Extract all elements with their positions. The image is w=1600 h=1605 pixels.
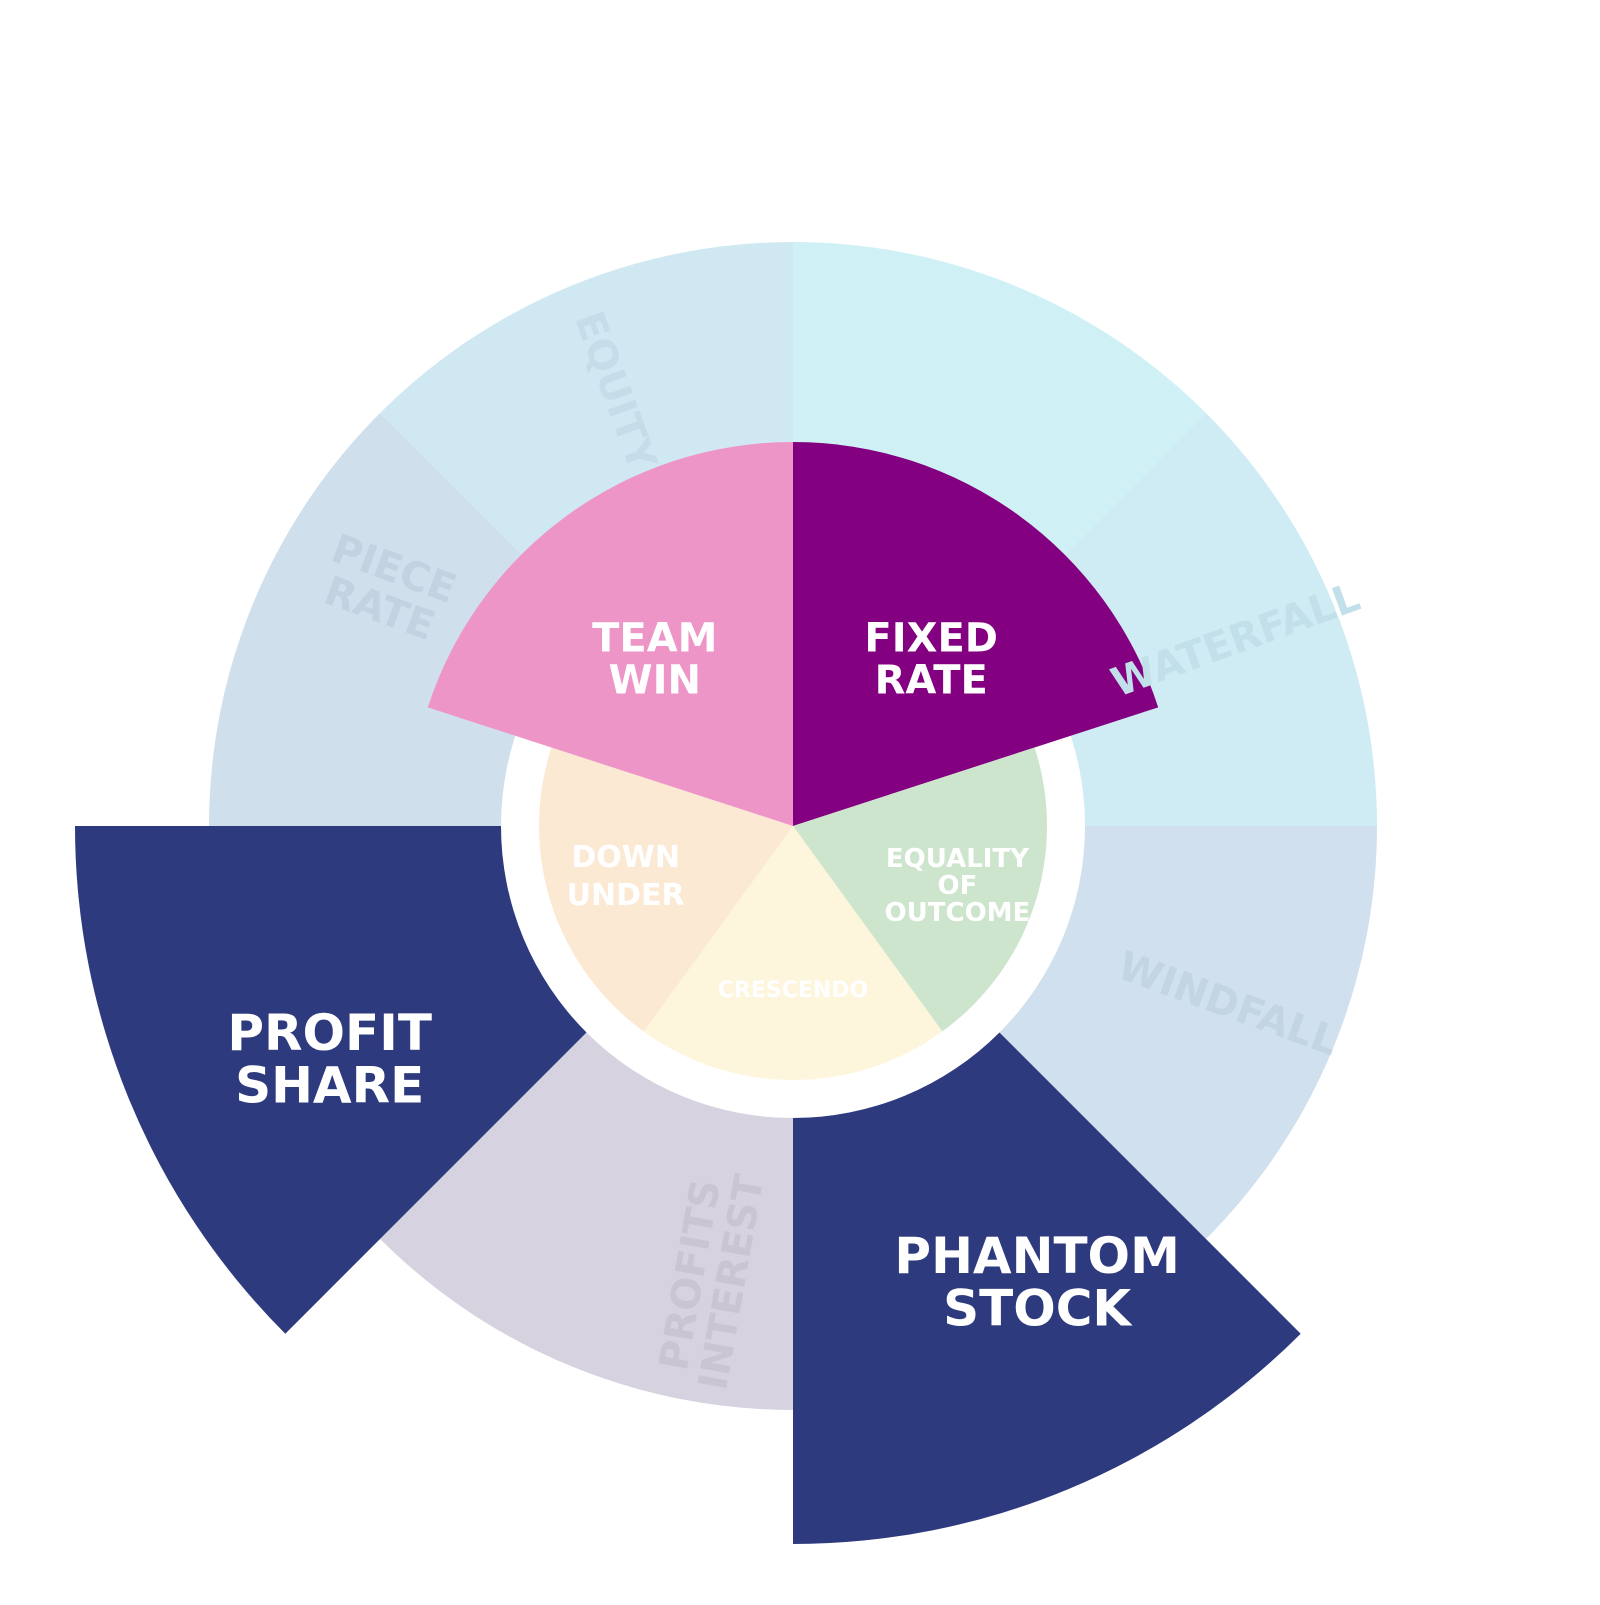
- inner-segment-equality-of-outcome[interactable]: [793, 747, 1048, 1032]
- inner-segment-team-win[interactable]: [427, 442, 793, 826]
- inner-segment-down-under[interactable]: [538, 747, 793, 1032]
- inner-label-crescendo: CRESCENDO: [718, 978, 869, 1003]
- inner-segment-crescendo[interactable]: [643, 826, 943, 1081]
- inner-ring: [427, 442, 1159, 1081]
- inner-segment-fixed-rate[interactable]: [793, 442, 1159, 826]
